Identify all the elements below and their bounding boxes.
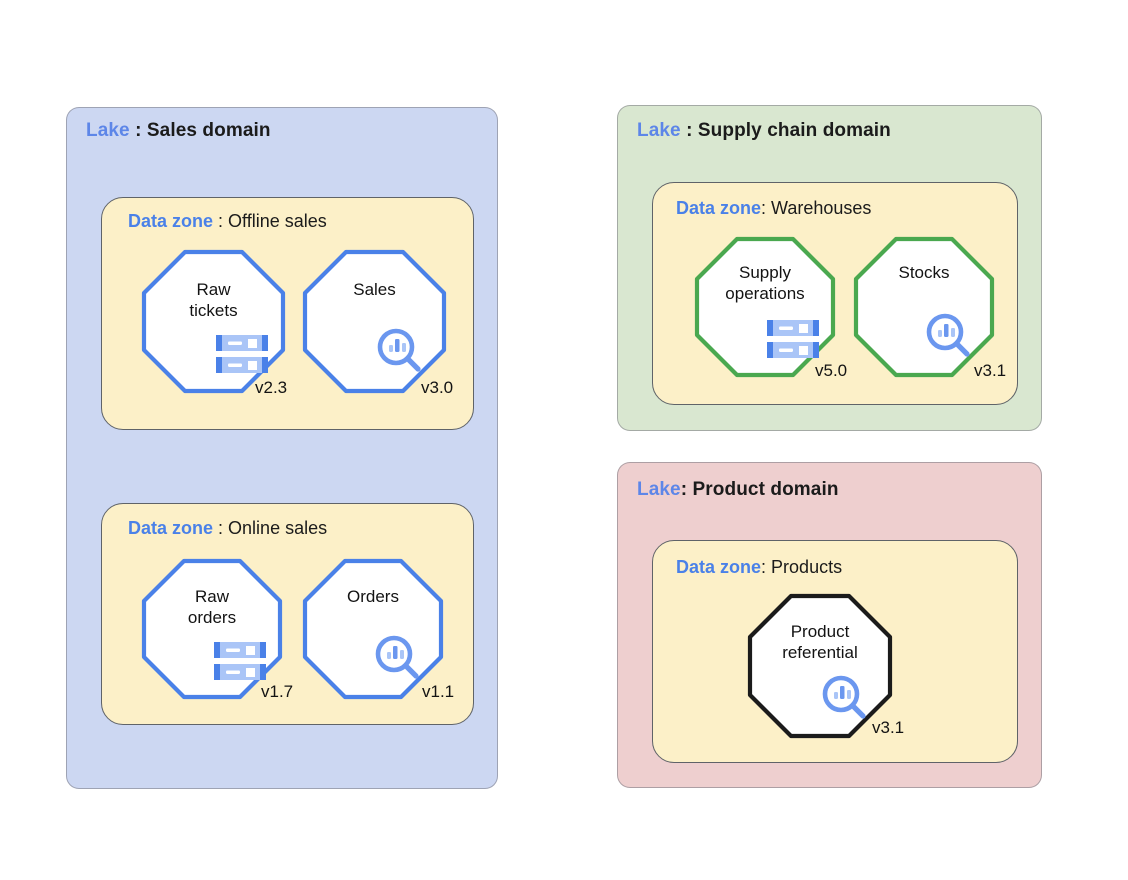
zone-name: Products <box>771 557 843 577</box>
lake-name: Sales domain <box>146 120 271 141</box>
lake-name: Supply chain domain <box>697 120 891 141</box>
zone-keyword: Data zone <box>128 518 214 538</box>
asset-raw-tickets[interactable]: Raw tickets <box>141 249 286 394</box>
lake-separator: : <box>680 120 698 141</box>
data-zone-title-warehouses: Data zone: Warehouses <box>676 198 871 219</box>
asset-version-product-referential: v3.1 <box>872 718 905 737</box>
zone-keyword: Data zone <box>676 557 762 577</box>
zone-keyword: Data zone <box>676 198 762 218</box>
lake-separator: : <box>129 120 147 141</box>
lake-title-supply-chain: Lake : Supply chain domain <box>637 120 891 142</box>
zone-keyword: Data zone <box>128 211 214 231</box>
asset-supply-operations[interactable]: Supply operations <box>694 236 836 378</box>
data-zone-title-offline-sales: Data zone : Offline sales <box>128 211 327 232</box>
octagon-shape <box>141 558 283 700</box>
zone-name: Warehouses <box>771 198 872 218</box>
data-zone-title-products: Data zone: Products <box>676 557 842 578</box>
lake-separator: : <box>680 479 693 500</box>
zone-separator: : <box>761 198 772 218</box>
asset-version-raw-tickets: v2.3 <box>255 378 288 397</box>
asset-raw-orders[interactable]: Raw orders <box>141 558 283 700</box>
lake-title-sales: Lake : Sales domain <box>86 120 271 142</box>
zone-separator: : <box>761 557 772 577</box>
zone-name: Offline sales <box>228 211 327 231</box>
asset-orders[interactable]: Orders <box>302 558 444 700</box>
octagon-shape <box>694 236 836 378</box>
asset-version-orders: v1.1 <box>422 682 455 701</box>
zone-name: Online sales <box>228 518 328 538</box>
asset-version-stocks: v3.1 <box>974 361 1007 380</box>
octagon-shape <box>141 249 286 394</box>
asset-version-supply-operations: v5.0 <box>815 361 848 380</box>
asset-stocks[interactable]: Stocks <box>853 236 995 378</box>
zone-separator: : <box>213 211 229 231</box>
lake-keyword: Lake <box>637 479 681 500</box>
lake-keyword: Lake <box>86 120 130 141</box>
asset-version-raw-orders: v1.7 <box>261 682 294 701</box>
lake-name: Product domain <box>692 479 839 500</box>
data-zone-title-online-sales: Data zone : Online sales <box>128 518 327 539</box>
lake-keyword: Lake <box>637 120 681 141</box>
asset-sales[interactable]: Sales <box>302 249 447 394</box>
lake-title-product: Lake: Product domain <box>637 479 839 501</box>
asset-version-sales: v3.0 <box>421 378 454 397</box>
zone-separator: : <box>213 518 229 538</box>
